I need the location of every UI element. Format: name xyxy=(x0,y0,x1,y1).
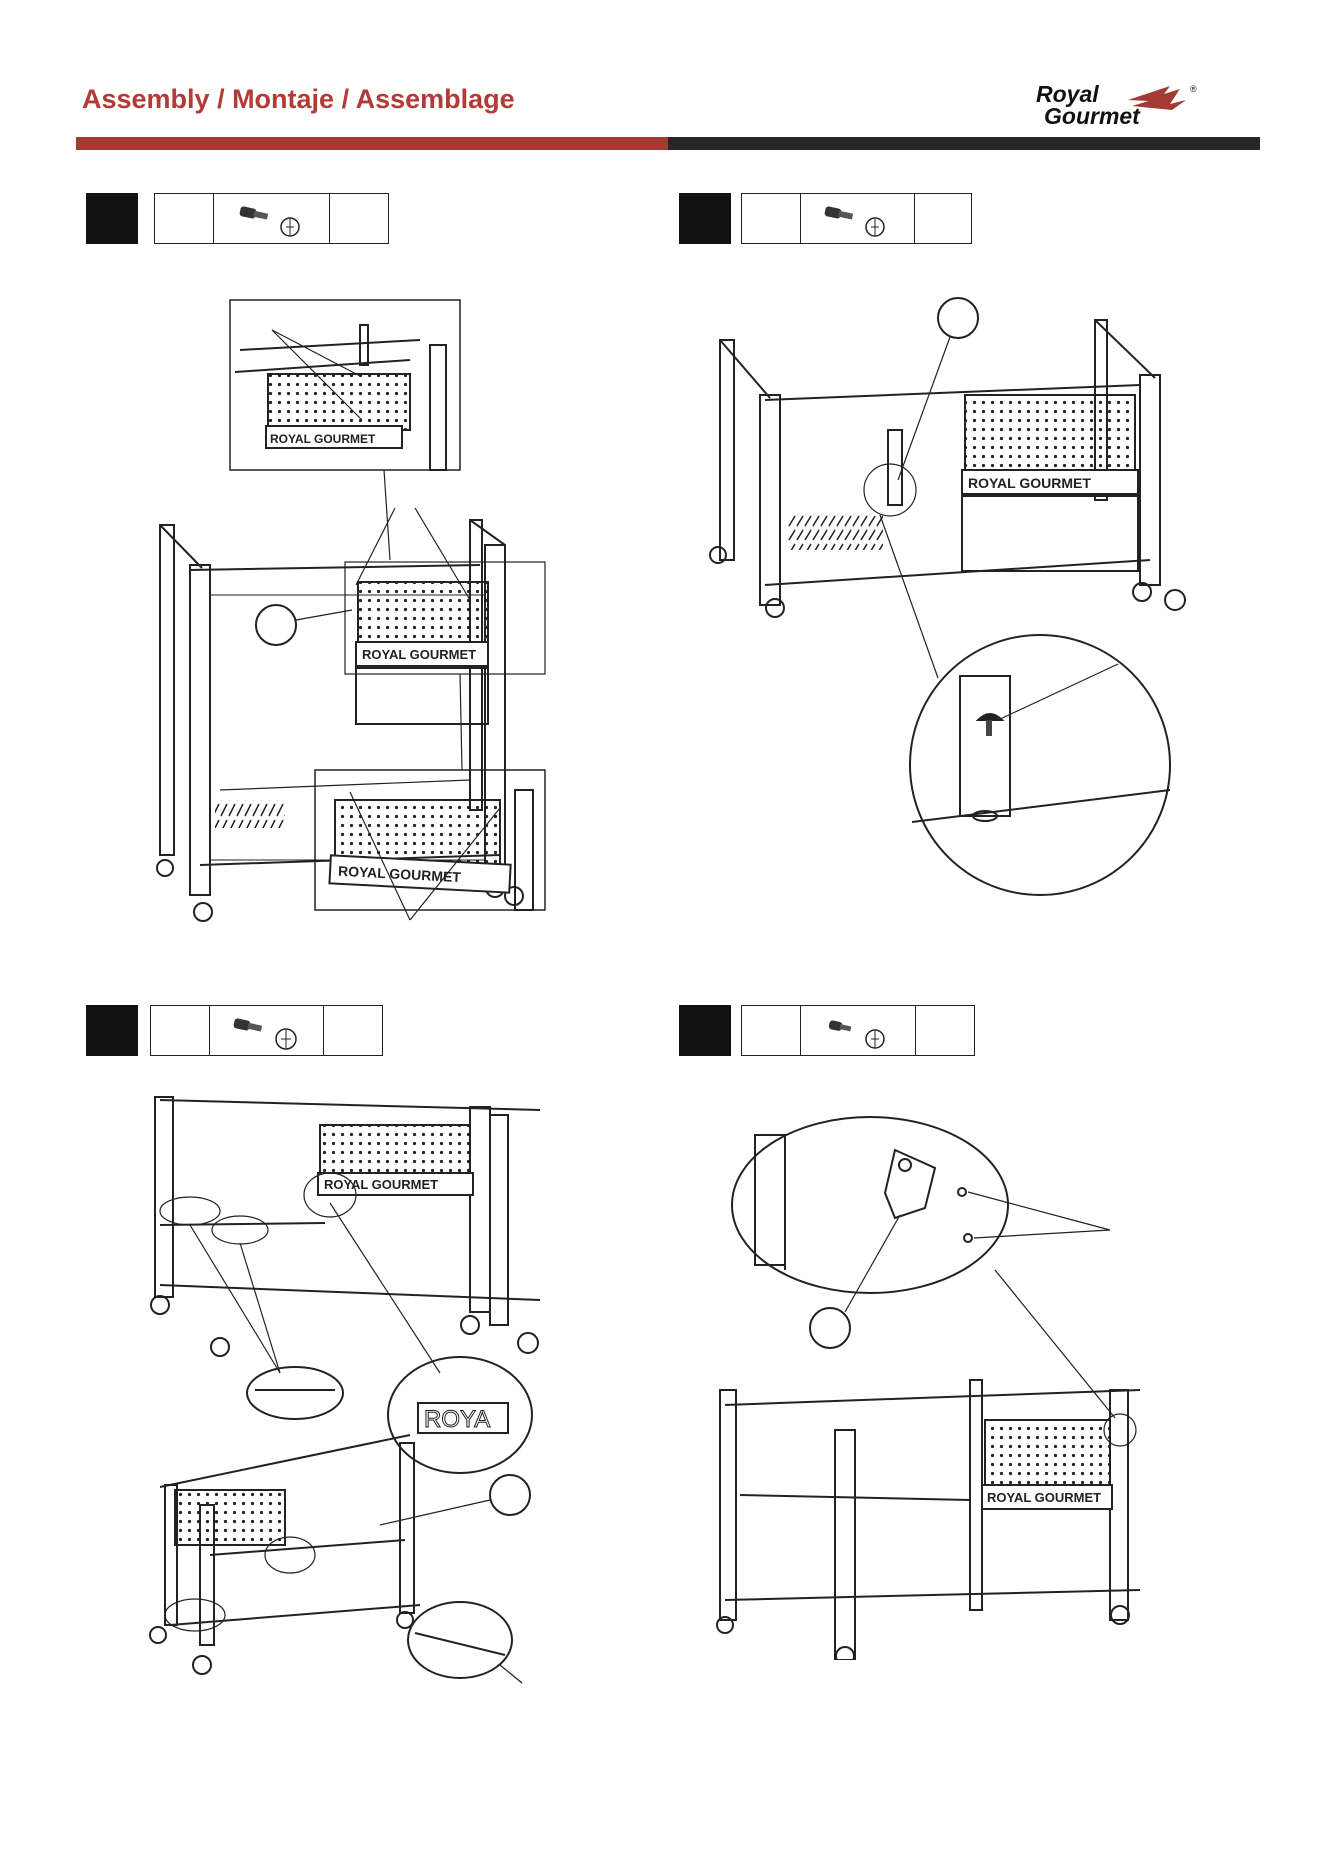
svg-text:Gourmet: Gourmet xyxy=(1044,103,1141,129)
step2-illustration: ROYAL GOURMET xyxy=(700,290,1220,940)
parts-box-3 xyxy=(150,1005,383,1056)
svg-text:ROYAL GOURMET: ROYAL GOURMET xyxy=(270,432,376,446)
bolt-and-washer-icon xyxy=(801,1006,916,1055)
brand-logo: Royal Gourmet ® xyxy=(1030,80,1240,130)
page-title: Assembly / Montaje / Assemblage xyxy=(82,84,515,115)
header-rule-dark xyxy=(668,137,1260,150)
step-badge-2 xyxy=(679,193,731,244)
parts-box-1 xyxy=(154,193,389,244)
step1-illustration: ROYAL GOURMET ROYAL GOURMET ROYAL GOURME… xyxy=(140,290,560,930)
step4-illustration: ROYAL GOURMET xyxy=(700,1100,1220,1660)
parts-box-4 xyxy=(741,1005,975,1056)
bolt-and-washer-icon xyxy=(214,194,330,243)
svg-text:ROYAL GOURMET: ROYAL GOURMET xyxy=(324,1177,438,1192)
svg-text:®: ® xyxy=(1190,84,1197,94)
svg-text:ROYA: ROYA xyxy=(424,1406,490,1433)
bolt-and-washer-icon xyxy=(801,194,915,243)
step-badge-1 xyxy=(86,193,138,244)
svg-text:ROYAL GOURMET: ROYAL GOURMET xyxy=(968,475,1091,491)
step-badge-4 xyxy=(679,1005,731,1056)
svg-text:ROYAL GOURMET: ROYAL GOURMET xyxy=(987,1490,1101,1505)
step-badge-3 xyxy=(86,1005,138,1056)
parts-box-2 xyxy=(741,193,972,244)
svg-text:ROYAL GOURMET: ROYAL GOURMET xyxy=(362,647,476,662)
step3-illustration: ROYAL GOURMET ROYA xyxy=(140,1085,600,1705)
flame-icon xyxy=(1128,86,1186,110)
bolt-and-washer-icon xyxy=(210,1006,324,1055)
header-rule-red xyxy=(76,137,668,150)
